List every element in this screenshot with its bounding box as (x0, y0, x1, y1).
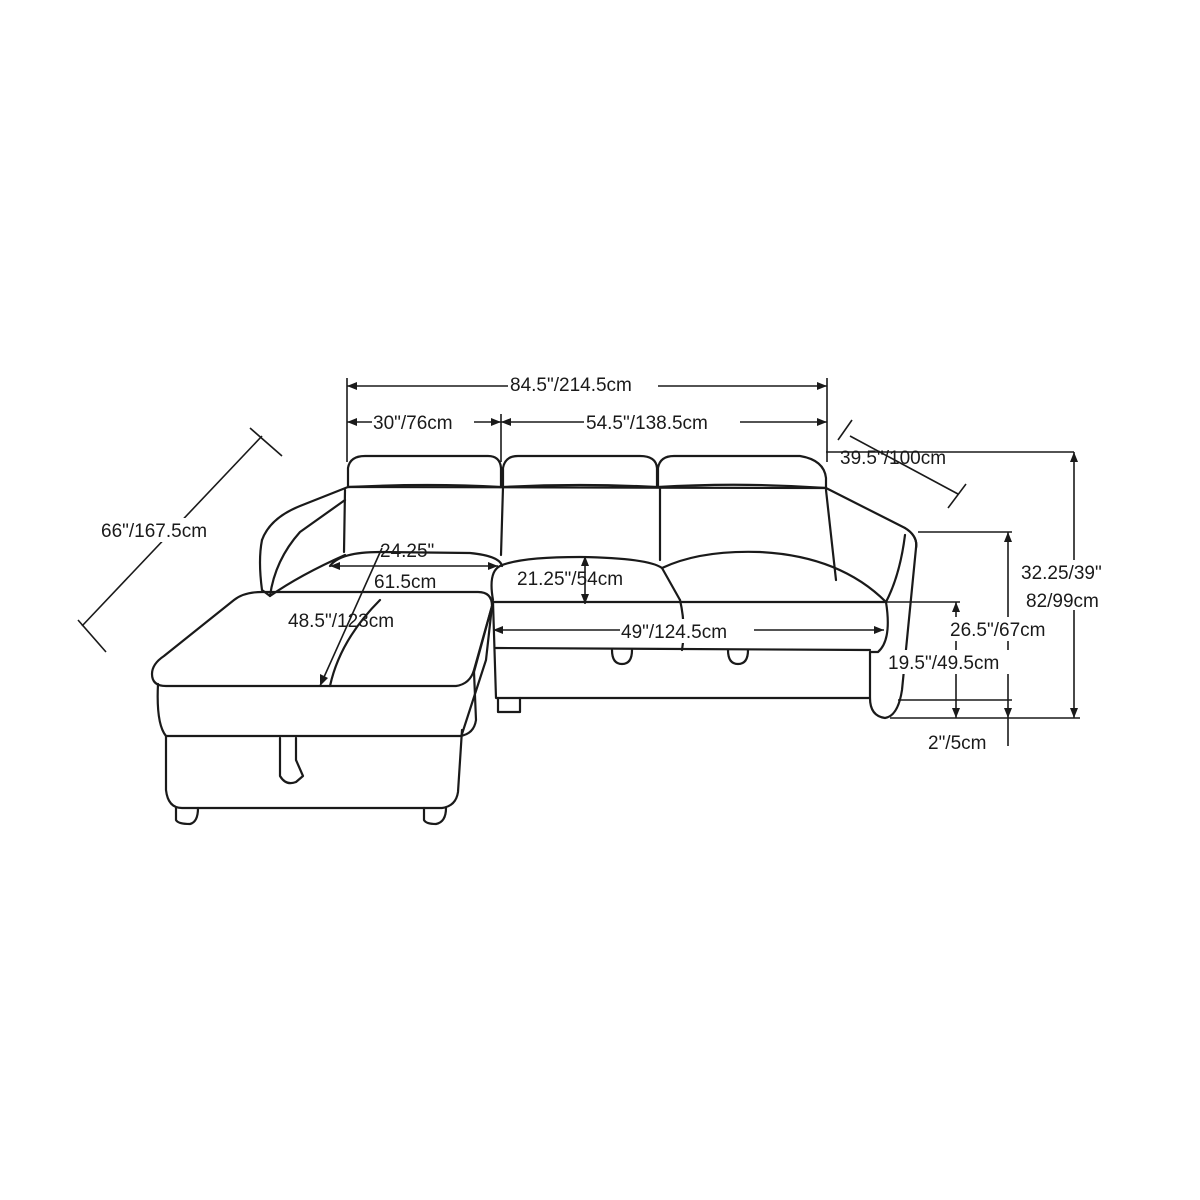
label-chaise-width: 30"/76cm (373, 413, 453, 434)
dimension-labels: 84.5"/214.5cm 30"/76cm 54.5"/138.5cm 39.… (100, 372, 1126, 754)
label-chaise-length: 66"/167.5cm (101, 521, 207, 542)
label-arm-height: 26.5"/67cm (950, 620, 1045, 641)
label-sofa-width: 54.5"/138.5cm (586, 413, 708, 434)
label-seat-height: 19.5"/49.5cm (888, 653, 999, 674)
left-arm (258, 498, 347, 598)
chaise-cushion-edge (156, 670, 478, 738)
chaise-body (164, 728, 464, 810)
right-arm (868, 526, 918, 720)
dimension-lines (77, 378, 1080, 746)
seat-cushion-right (660, 550, 888, 604)
right-arm-inner (884, 533, 907, 604)
chaise-seam (328, 598, 382, 688)
chaise-side (460, 604, 494, 736)
dim-line-chaise-seat-length (319, 547, 383, 687)
sofa-base (491, 600, 889, 700)
dim-line-overall-depth (849, 435, 959, 495)
chaise-top (150, 590, 494, 688)
leg-front-left (174, 806, 200, 826)
label-leg-height: 2"/5cm (928, 733, 986, 754)
label-seat-depth-cm: 61.5cm (374, 572, 436, 593)
sofa-drawing (150, 454, 918, 826)
label-height-in: 32.25/39" (1021, 563, 1102, 584)
headrest-left (346, 454, 503, 489)
sofa-back (260, 485, 918, 550)
back-divider-4 (824, 488, 838, 582)
label-overall-depth: 39.5"/100cm (840, 448, 946, 469)
leg-front-right (422, 806, 448, 826)
pull-handle-right (726, 648, 750, 666)
label-overall-width: 84.5"/214.5cm (510, 375, 632, 396)
leg-back-right (496, 696, 522, 714)
label-height-cm: 82/99cm (1026, 591, 1099, 612)
headrest-middle (501, 454, 659, 489)
back-divider-2 (499, 485, 505, 557)
seat-cushion-left (328, 550, 504, 568)
seat-cushion-middle (490, 555, 682, 602)
storage-strap (278, 736, 305, 785)
label-seat-depth-in: 24.25" (380, 541, 434, 562)
label-seat-width: 49"/124.5cm (621, 622, 727, 643)
pull-handle-left (610, 648, 634, 666)
headrest-right (656, 454, 828, 490)
label-chaise-seat-length: 48.5"/123cm (288, 611, 394, 632)
label-cushion-height: 21.25"/54cm (517, 569, 623, 590)
